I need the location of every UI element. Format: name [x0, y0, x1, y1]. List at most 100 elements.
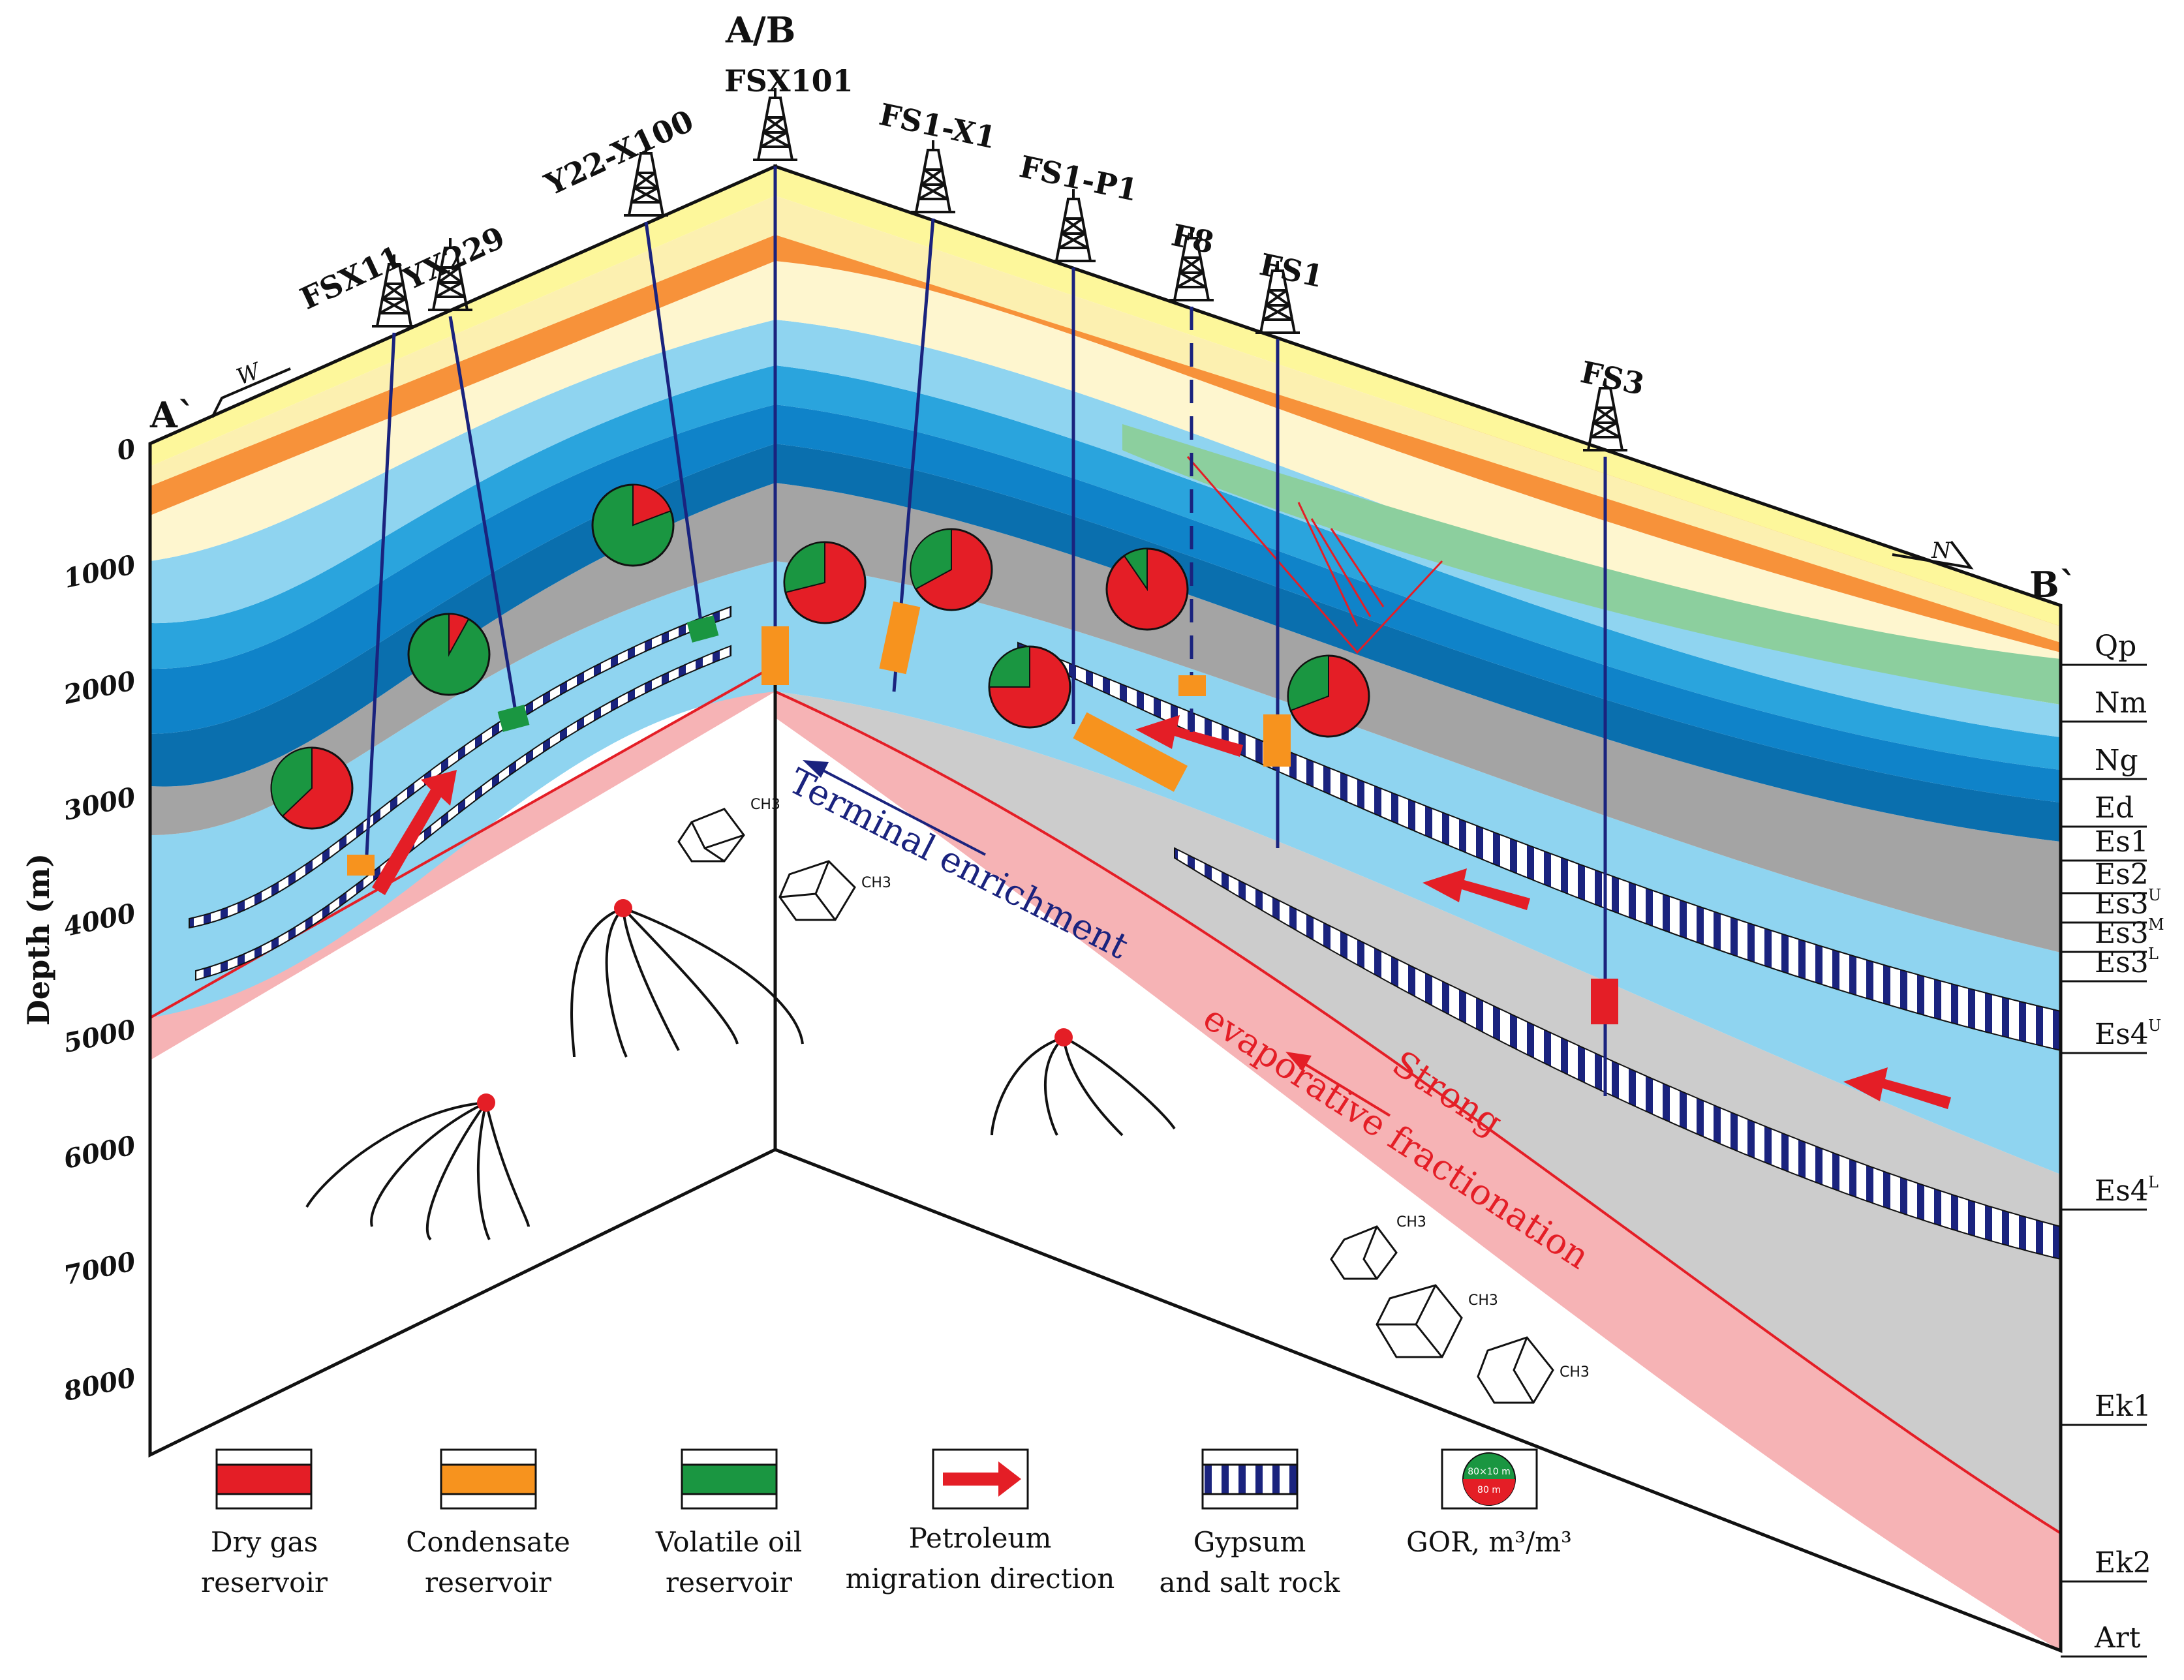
- depth-tick-3000: 3000: [61, 782, 138, 827]
- corner-label-apex: A/B: [725, 9, 795, 51]
- svg-text:Es1: Es1: [2095, 825, 2149, 859]
- legend-migration-line2: migration direction: [846, 1563, 1115, 1595]
- north-direction-indicator: [1892, 540, 1974, 570]
- legend-volatile-oil: Volatile oil reservoir: [655, 1448, 802, 1598]
- formation-ed: Ed: [2061, 791, 2147, 828]
- gor-icon-bottom-label: 80 m: [1477, 1485, 1501, 1495]
- legend-gor: 80×10 m 80 m GOR, m³/m³: [1406, 1448, 1572, 1558]
- legend-migration: Petroleum migration direction: [846, 1448, 1115, 1595]
- formation-ek2: Ek2: [2061, 1546, 2151, 1583]
- depth-axis-title: Depth (m): [21, 853, 56, 1026]
- legend-gor-label: GOR, m³/m³: [1406, 1526, 1572, 1558]
- derrick-icon: [1051, 189, 1096, 262]
- condensate-reservoir-fs1x1: [879, 601, 921, 675]
- legend-condensate-line2: reservoir: [425, 1566, 552, 1598]
- migration-arrows: [372, 715, 1951, 1109]
- layer-nm-left: [150, 196, 775, 486]
- svg-text:Es4: Es4: [2095, 1018, 2149, 1051]
- layer-art-right: [775, 692, 2061, 1651]
- legend-volatile-oil-line1: Volatile oil: [655, 1526, 802, 1558]
- west-direction-label: W: [233, 358, 265, 391]
- migration-arrow-2: [1135, 715, 1243, 757]
- svg-text:Es4: Es4: [2095, 1174, 2149, 1208]
- legend-volatile-oil-line2: reservoir: [666, 1566, 793, 1598]
- depth-tick-4000: 4000: [61, 898, 138, 943]
- west-direction-indicator: [211, 367, 291, 418]
- formation-es2: Es2: [2061, 858, 2149, 894]
- derrick-icon: [428, 238, 472, 311]
- formation-es1: Es1: [2061, 825, 2149, 862]
- ch3-label-4: CH3: [1468, 1292, 1498, 1309]
- derrick-icon: [624, 144, 668, 217]
- layer-ed-right: [775, 261, 2061, 705]
- derrick-icon: [1169, 228, 1214, 301]
- well-label-yx229: YX229: [397, 219, 510, 297]
- ch3-label-5: CH3: [1560, 1364, 1590, 1381]
- gor-icon-top-label: 80×10 m: [1468, 1467, 1510, 1477]
- depth-tick-8000: 8000: [60, 1362, 138, 1407]
- legend-dry-gas: Dry gas reservoir: [201, 1448, 328, 1598]
- well-label-fs3: FS3: [1578, 354, 1648, 402]
- layer-art-left: [150, 665, 775, 1060]
- well-label-f8: F8: [1169, 217, 1217, 260]
- condensate-reservoir-fs1: [1263, 714, 1291, 767]
- legend-condensate-line1: Condensate: [406, 1526, 570, 1558]
- gypsum-stringer-right-2: [1174, 847, 2061, 1260]
- svg-text:Es3: Es3: [2095, 887, 2149, 921]
- reservoir-markers: [347, 601, 1618, 1024]
- svg-text:Ek2: Ek2: [2095, 1546, 2151, 1580]
- source-point-1: [614, 899, 632, 917]
- legend-dry-gas-line2: reservoir: [201, 1566, 328, 1598]
- right-panel: [775, 166, 2061, 1651]
- well-label-y22x100: Y22-X100: [539, 103, 699, 203]
- migration-arrow-icon: [943, 1461, 1021, 1497]
- svg-text:U: U: [2148, 1016, 2161, 1035]
- molecule-icon-1: [677, 808, 745, 863]
- section-outline-right: [773, 164, 2063, 1653]
- formation-art: Art: [2061, 1621, 2147, 1658]
- layer-es1-left: [150, 320, 775, 624]
- gypsum-stringer-right-1: [1017, 641, 2061, 1052]
- layer-es4u-left: [150, 561, 775, 1018]
- fault-wedge: [1186, 456, 1443, 654]
- layer-es2-left: [150, 365, 775, 669]
- volatile-oil-reservoir-y22: [686, 615, 719, 643]
- terminal-enrichment-arrow: [803, 760, 986, 856]
- source-fan-2: [305, 1101, 530, 1241]
- layer-es4u-right: [775, 561, 2061, 1174]
- svg-text:Es3: Es3: [2095, 946, 2149, 979]
- gor-pie-fsx11: [270, 746, 354, 830]
- svg-text:L: L: [2148, 945, 2159, 963]
- layer-ed-left: [150, 261, 775, 561]
- source-fan-1: [570, 907, 804, 1058]
- depth-tick-7000: 7000: [61, 1246, 138, 1291]
- depth-tick-2000: 2000: [60, 665, 138, 710]
- gypsum-stringer-left-1: [189, 605, 731, 929]
- gor-pie-yx229: [407, 613, 491, 696]
- gor-pie-f8: [1105, 547, 1189, 631]
- formation-qp: Qp: [2061, 630, 2147, 666]
- derrick-icon: [372, 254, 416, 328]
- svg-text:Nm: Nm: [2095, 686, 2147, 720]
- derrick-icon: [753, 88, 797, 161]
- well-label-fsx101: FSX101: [724, 63, 854, 99]
- gor-pie-fs1p1: [988, 645, 1071, 729]
- svg-text:Art: Art: [2094, 1621, 2141, 1655]
- layer-nm-right: [775, 196, 2061, 643]
- evaporative-arrow: [1285, 1052, 1391, 1117]
- depth-tick-1000: 1000: [61, 549, 138, 594]
- legend-gypsum-line2: and salt rock: [1160, 1566, 1340, 1598]
- migration-arrow-3: [1423, 868, 1530, 910]
- layer-qp-left: [150, 166, 775, 466]
- ch3-label-1: CH3: [750, 797, 780, 813]
- svg-text:L: L: [2148, 1173, 2159, 1191]
- formation-ek1: Ek1: [2061, 1390, 2151, 1426]
- gor-pie-fs1x1: [910, 528, 993, 611]
- svg-text:Ek1: Ek1: [2095, 1390, 2151, 1423]
